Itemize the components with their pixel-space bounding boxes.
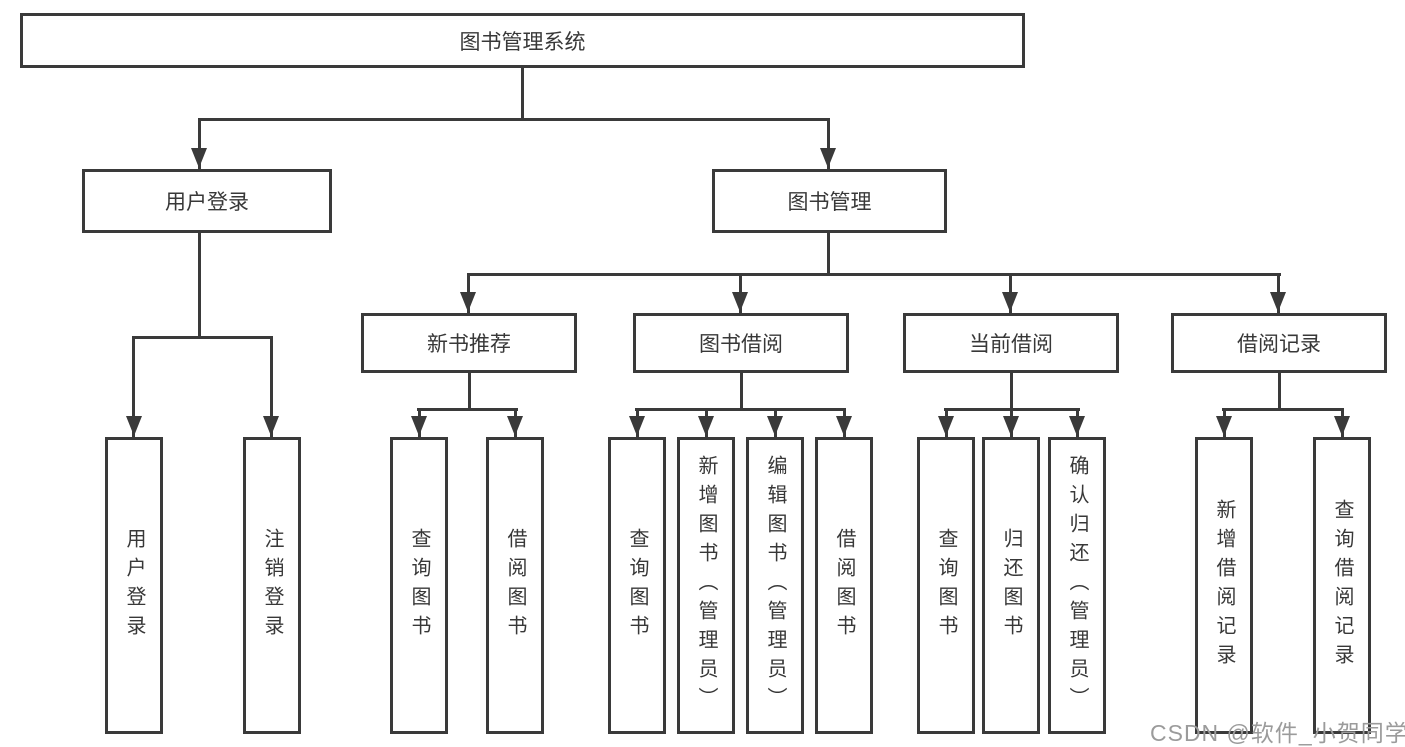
connector-line [468,371,471,411]
connector-line [740,371,743,411]
node-label: 注销登录 [261,527,283,644]
node-label: 图书借阅 [699,333,783,356]
arrowhead-down-icon [1069,416,1085,436]
node-query-books: 查询图书 [390,437,448,734]
node-logout: 注销登录 [243,437,301,734]
connector-line [198,231,201,339]
node-label: 借阅图书 [833,527,855,644]
connector-line [1222,408,1344,411]
node-label: 借阅图书 [504,527,526,644]
connector-line [521,66,524,120]
arrowhead-down-icon [1002,292,1018,312]
node-label: 用户登录 [165,191,249,214]
connector-line [467,273,1281,276]
node-query-books: 查询图书 [917,437,975,734]
arrowhead-down-icon [263,416,279,436]
connector-line [635,408,846,411]
arrowhead-down-icon [1003,416,1019,436]
watermark: CSDN @软件_小贺同学 [1150,720,1405,746]
node-borrow-books: 借阅图书 [486,437,544,734]
node-confirm-return-admin: 确认归还（管理员） [1048,437,1106,734]
node-user-login: 用户登录 [82,169,332,233]
connector-line [1278,371,1281,411]
node-library-management-system: 图书管理系统 [20,13,1025,68]
node-label: 新增借阅记录 [1213,498,1235,673]
arrowhead-down-icon [698,416,714,436]
node-label: 当前借阅 [969,333,1053,356]
arrowhead-down-icon [460,292,476,312]
node-borrow-books: 借阅图书 [815,437,873,734]
node-add-borrow-record: 新增借阅记录 [1195,437,1253,734]
arrowhead-down-icon [629,416,645,436]
node-label: 借阅记录 [1237,333,1321,356]
arrowhead-down-icon [1334,416,1350,436]
connector-line [198,118,830,121]
node-edit-book-admin: 编辑图书（管理员） [746,437,804,734]
arrowhead-down-icon [411,416,427,436]
node-current-borrow: 当前借阅 [903,313,1119,373]
node-borrow-records: 借阅记录 [1171,313,1387,373]
node-label: 图书管理 [787,191,872,214]
node-add-book-admin: 新增图书（管理员） [677,437,735,734]
node-label: 查询图书 [408,527,430,644]
node-label: 用户登录 [123,527,145,644]
connector-line [132,336,135,437]
connector-line [827,231,830,276]
connector-line [132,336,273,339]
node-label: 新增图书（管理员） [695,455,717,716]
connector-line [1010,371,1013,411]
connector-line [198,118,201,171]
arrowhead-down-icon [732,292,748,312]
arrowhead-down-icon [191,148,207,168]
node-new-book-recommend: 新书推荐 [361,313,577,373]
node-book-borrow: 图书借阅 [633,313,849,373]
arrowhead-down-icon [126,416,142,436]
node-label: 确认归还（管理员） [1066,455,1088,716]
arrowhead-down-icon [767,416,783,436]
node-label: 查询借阅记录 [1331,498,1353,673]
arrowhead-down-icon [1270,292,1286,312]
node-label: 归还图书 [1000,527,1022,644]
node-label: 查询图书 [626,527,648,644]
connector-line [270,336,273,437]
node-return-books: 归还图书 [982,437,1040,734]
node-label: 查询图书 [935,527,957,644]
node-book-management: 图书管理 [712,169,947,233]
node-label: 编辑图书（管理员） [764,455,786,716]
node-query-books: 查询图书 [608,437,666,734]
arrowhead-down-icon [507,416,523,436]
connector-line [417,408,518,411]
node-label: 图书管理系统 [459,30,586,54]
connector-line [827,118,830,171]
arrowhead-down-icon [938,416,954,436]
node-user-login-leaf: 用户登录 [105,437,163,734]
node-label: 新书推荐 [427,333,511,356]
node-query-borrow-record: 查询借阅记录 [1313,437,1371,734]
arrowhead-down-icon [1216,416,1232,436]
arrowhead-down-icon [836,416,852,436]
arrowhead-down-icon [820,148,836,168]
